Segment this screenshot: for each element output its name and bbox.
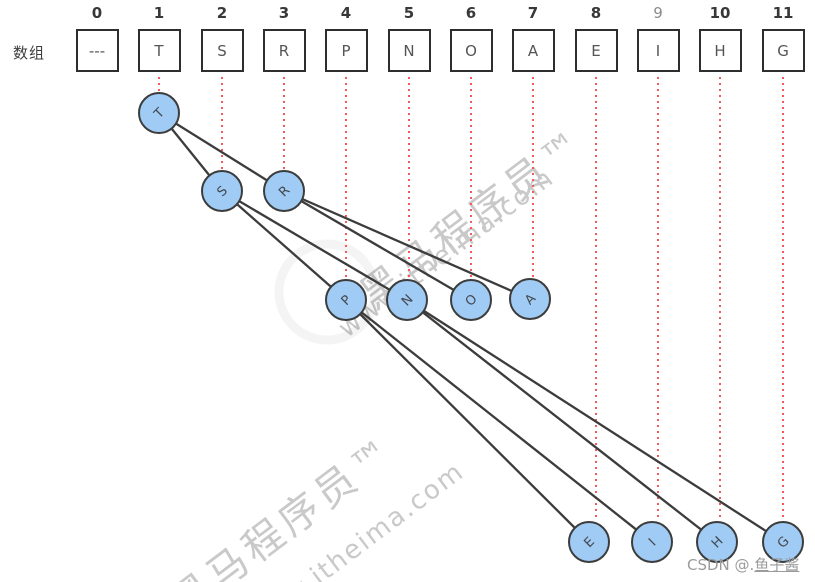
array-cell-box: ---	[75, 29, 119, 72]
array-cell: 0 ---	[75, 0, 119, 72]
array-cell-box: S	[200, 29, 244, 72]
tree-node-circle	[762, 521, 804, 563]
tree-node-circle	[325, 279, 367, 321]
tree-edge	[283, 190, 472, 301]
tree-edge	[221, 190, 347, 301]
array-index-label: 7	[527, 4, 539, 22]
csdn-watermark: CSDN @.鱼子酱	[687, 554, 799, 575]
tree-node-circle	[696, 521, 738, 563]
tree-node-circle	[386, 279, 428, 321]
array-index-label: 6	[465, 4, 477, 22]
watermark-logo-ring	[274, 239, 380, 345]
tree-node-circle	[568, 521, 610, 563]
tree-node-circle	[138, 92, 180, 134]
array-index-label: 4	[340, 4, 352, 22]
array-cell-value: I	[655, 41, 661, 60]
array-cell-value: N	[403, 41, 415, 60]
array-cell-value: E	[591, 41, 601, 60]
tree-node-circle	[201, 170, 243, 212]
array-cell-value: P	[341, 41, 351, 60]
array-cell-value: T	[154, 41, 164, 60]
tree-edge	[406, 299, 718, 543]
array-label: 数组	[13, 44, 46, 62]
tree-edge	[221, 190, 408, 301]
csdn-watermark-name: 鱼子酱	[754, 556, 800, 574]
array-index-label: 9	[653, 4, 663, 22]
array-cell-value: S	[217, 41, 227, 60]
array-cell-value: H	[714, 41, 726, 60]
tree-node-circle	[263, 170, 305, 212]
array-index-label: 8	[590, 4, 602, 22]
array-cell-value: O	[465, 41, 477, 60]
array-index-label: 2	[216, 4, 228, 22]
array-cell-value: G	[777, 41, 789, 60]
tree-edge	[345, 299, 653, 543]
array-cell-box: P	[324, 29, 368, 72]
tree-edge	[345, 299, 590, 543]
array-index-label: 10	[709, 4, 731, 22]
tree-node-circle	[509, 278, 551, 320]
array-cell-box: E	[574, 29, 618, 72]
array-cell-box: I	[636, 29, 680, 72]
array-cell-value: ---	[88, 41, 106, 60]
array-cell-box: R	[262, 29, 306, 72]
array-cell-box: N	[387, 29, 431, 72]
array-cell-value: A	[527, 41, 539, 60]
array-cell-box: H	[698, 29, 742, 72]
tree-edge	[283, 189, 531, 301]
tree-edge	[158, 112, 285, 192]
array-cell-box: A	[511, 29, 555, 72]
array-index-label: 5	[403, 4, 415, 22]
array-index-label: 1	[153, 4, 165, 22]
array-cell-box: O	[449, 29, 493, 72]
array-index-label: 0	[91, 4, 103, 22]
tree-edge	[406, 299, 784, 543]
csdn-watermark-prefix: CSDN @.	[687, 556, 755, 574]
array-cell-value: R	[278, 41, 290, 60]
array-cell-box: T	[137, 29, 181, 72]
array-cell-box: G	[761, 29, 805, 72]
tree-node-circle	[450, 279, 492, 321]
array-index-label: 11	[772, 4, 794, 22]
array-index-label: 3	[278, 4, 290, 22]
tree-node-circle	[631, 521, 673, 563]
